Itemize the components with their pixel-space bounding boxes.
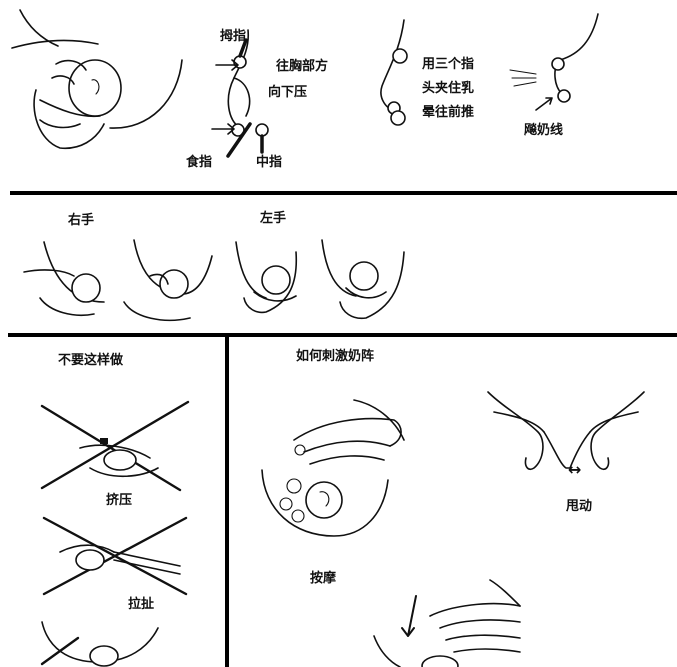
three-finger-text-line1: 用三个指 — [422, 57, 475, 72]
index-pointer-arrow — [211, 123, 235, 135]
circular-massage-illustration — [261, 399, 405, 537]
stimulate-letdown-title: 如何刺激奶阵 — [296, 349, 375, 364]
squeeze-crossed-illustration — [40, 400, 190, 492]
dont-do-title: 不要这样做 — [58, 353, 124, 368]
right-hand-illustrations — [23, 239, 213, 322]
index-finger-label: 食指 — [186, 155, 213, 170]
section-divider-vertical — [225, 335, 229, 667]
milk-spray-illustration — [509, 13, 599, 111]
pull-label: 拉扯 — [128, 597, 155, 612]
right-hand-label: 右手 — [68, 213, 95, 228]
section-divider-middle — [8, 333, 677, 337]
thumb-pointer-arrow — [215, 59, 239, 71]
hand-holding-breast-illustration — [11, 9, 183, 149]
shake-arrow: ↔ — [568, 460, 582, 479]
thumb-label: 拇指 — [220, 29, 247, 44]
three-finger-text-line2: 头夹住乳 — [422, 81, 475, 96]
shake-label: 甩动 — [566, 499, 593, 514]
three-finger-text-line3: 晕往前推 — [422, 105, 475, 120]
milk-line-label: 飚奶线 — [524, 123, 564, 138]
press-label-line2: 向下压 — [268, 85, 308, 100]
massage-label: 按摩 — [310, 571, 337, 586]
three-finger-push-illustration — [380, 19, 408, 126]
squeeze-label: 挤压 — [106, 493, 133, 508]
left-hand-label: 左手 — [260, 211, 287, 226]
left-hand-illustrations — [235, 239, 405, 320]
middle-finger-label: 中指 — [256, 155, 283, 170]
pull-crossed-illustration — [42, 516, 188, 596]
c-hold-side-view-illustration — [226, 29, 269, 158]
press-label-line1: 往胸部方 — [276, 59, 329, 74]
section-divider-top — [10, 191, 677, 195]
downward-massage-illustration — [373, 579, 521, 667]
third-crossed-illustration — [40, 621, 159, 667]
shake-breast-illustration — [487, 391, 645, 471]
